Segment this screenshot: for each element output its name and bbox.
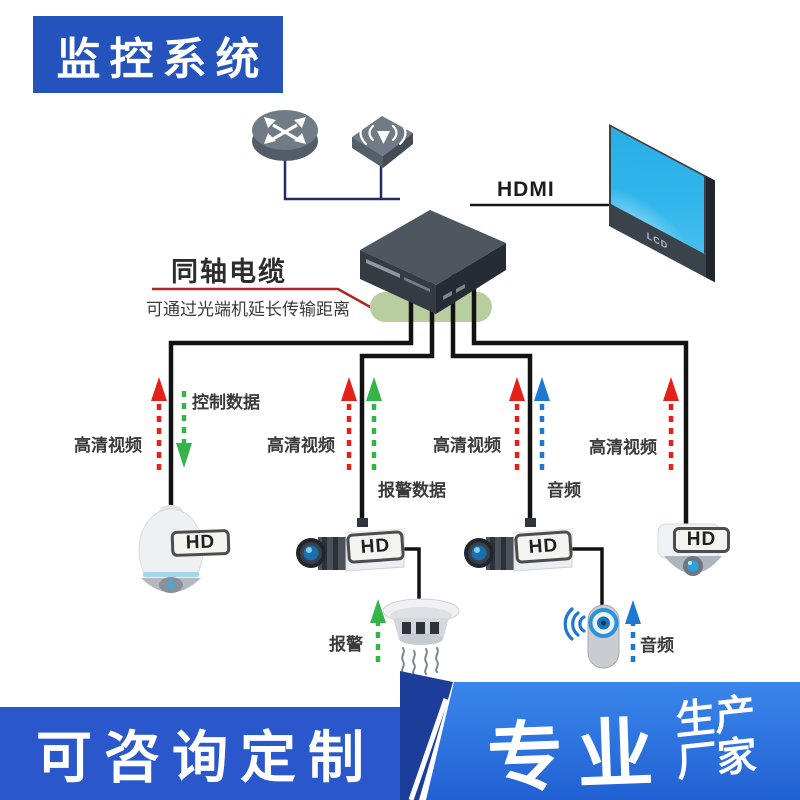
control-data-down-arrow (176, 391, 192, 468)
footer-ribbon-navy (400, 671, 453, 800)
wireless-ap-icon (352, 116, 413, 168)
footer-subtext: 生产 厂家 (675, 689, 787, 786)
alarm-data-label: 报警数据 (378, 481, 446, 500)
hd-video-label-2: 高清视频 (267, 436, 335, 455)
footer-headline: 专业 (485, 710, 669, 800)
coax-cable-4 (471, 273, 689, 530)
hd-video-label-4: 高清视频 (589, 438, 657, 457)
hd-badge-bullet-1: HD (346, 530, 405, 564)
coax-pointer-line (152, 287, 373, 310)
camera-mount (525, 518, 536, 527)
page-title: 监控系统 (56, 34, 269, 84)
footer-left-banner: 可咨询定制 (0, 707, 400, 800)
hd-video-label-1: 高清视频 (74, 436, 142, 455)
lcd-label: LCD (646, 229, 669, 252)
title-banner: 监控系统 (33, 16, 283, 93)
dvr-icon (360, 210, 506, 314)
alarm-label: 报警 (329, 635, 363, 654)
footer-ribbon-divider (408, 698, 449, 800)
coax-cable-3 (450, 273, 533, 524)
coax-title: 同轴电缆 (171, 257, 287, 287)
hd-video-up-arrow-3 (509, 377, 525, 470)
network-cable (283, 152, 400, 201)
alarm-data-up-arrow (366, 377, 382, 470)
camera-mount (357, 518, 368, 527)
hd-badge-dome: HD (170, 528, 231, 558)
audio-accessory-label: 音频 (640, 636, 674, 655)
coax-cable-2 (359, 273, 435, 524)
audio-up-arrow (534, 377, 550, 470)
coax-note: 可通过光端机延长传输距离 (146, 300, 350, 319)
coax-cable-1 (168, 273, 414, 509)
audio-pickup-icon (563, 604, 620, 669)
hd-video-label-3: 高清视频 (433, 436, 501, 455)
hd-badge-bullet-2: HD (514, 530, 573, 564)
footer-right-panel (426, 682, 800, 800)
hdmi-label: HDMI (497, 178, 555, 201)
hd-video-up-arrow-4 (663, 377, 679, 470)
control-data-label: 控制数据 (192, 393, 260, 412)
audio-accessory-up-arrow (625, 600, 641, 662)
alarm-up-arrow (370, 599, 386, 662)
audio-cable (571, 547, 604, 607)
hd-video-up-arrow-1 (151, 377, 167, 470)
hd-badge-mini-dome: HD (673, 527, 730, 553)
footer-left-text: 可咨询定制 (36, 728, 376, 790)
audio-label: 音频 (547, 481, 581, 500)
smoke-detector-icon (382, 598, 460, 676)
alarm-cable (403, 547, 421, 599)
hd-video-up-arrow-2 (341, 377, 357, 470)
router-icon (252, 110, 318, 161)
monitor-side-edge (706, 175, 715, 283)
